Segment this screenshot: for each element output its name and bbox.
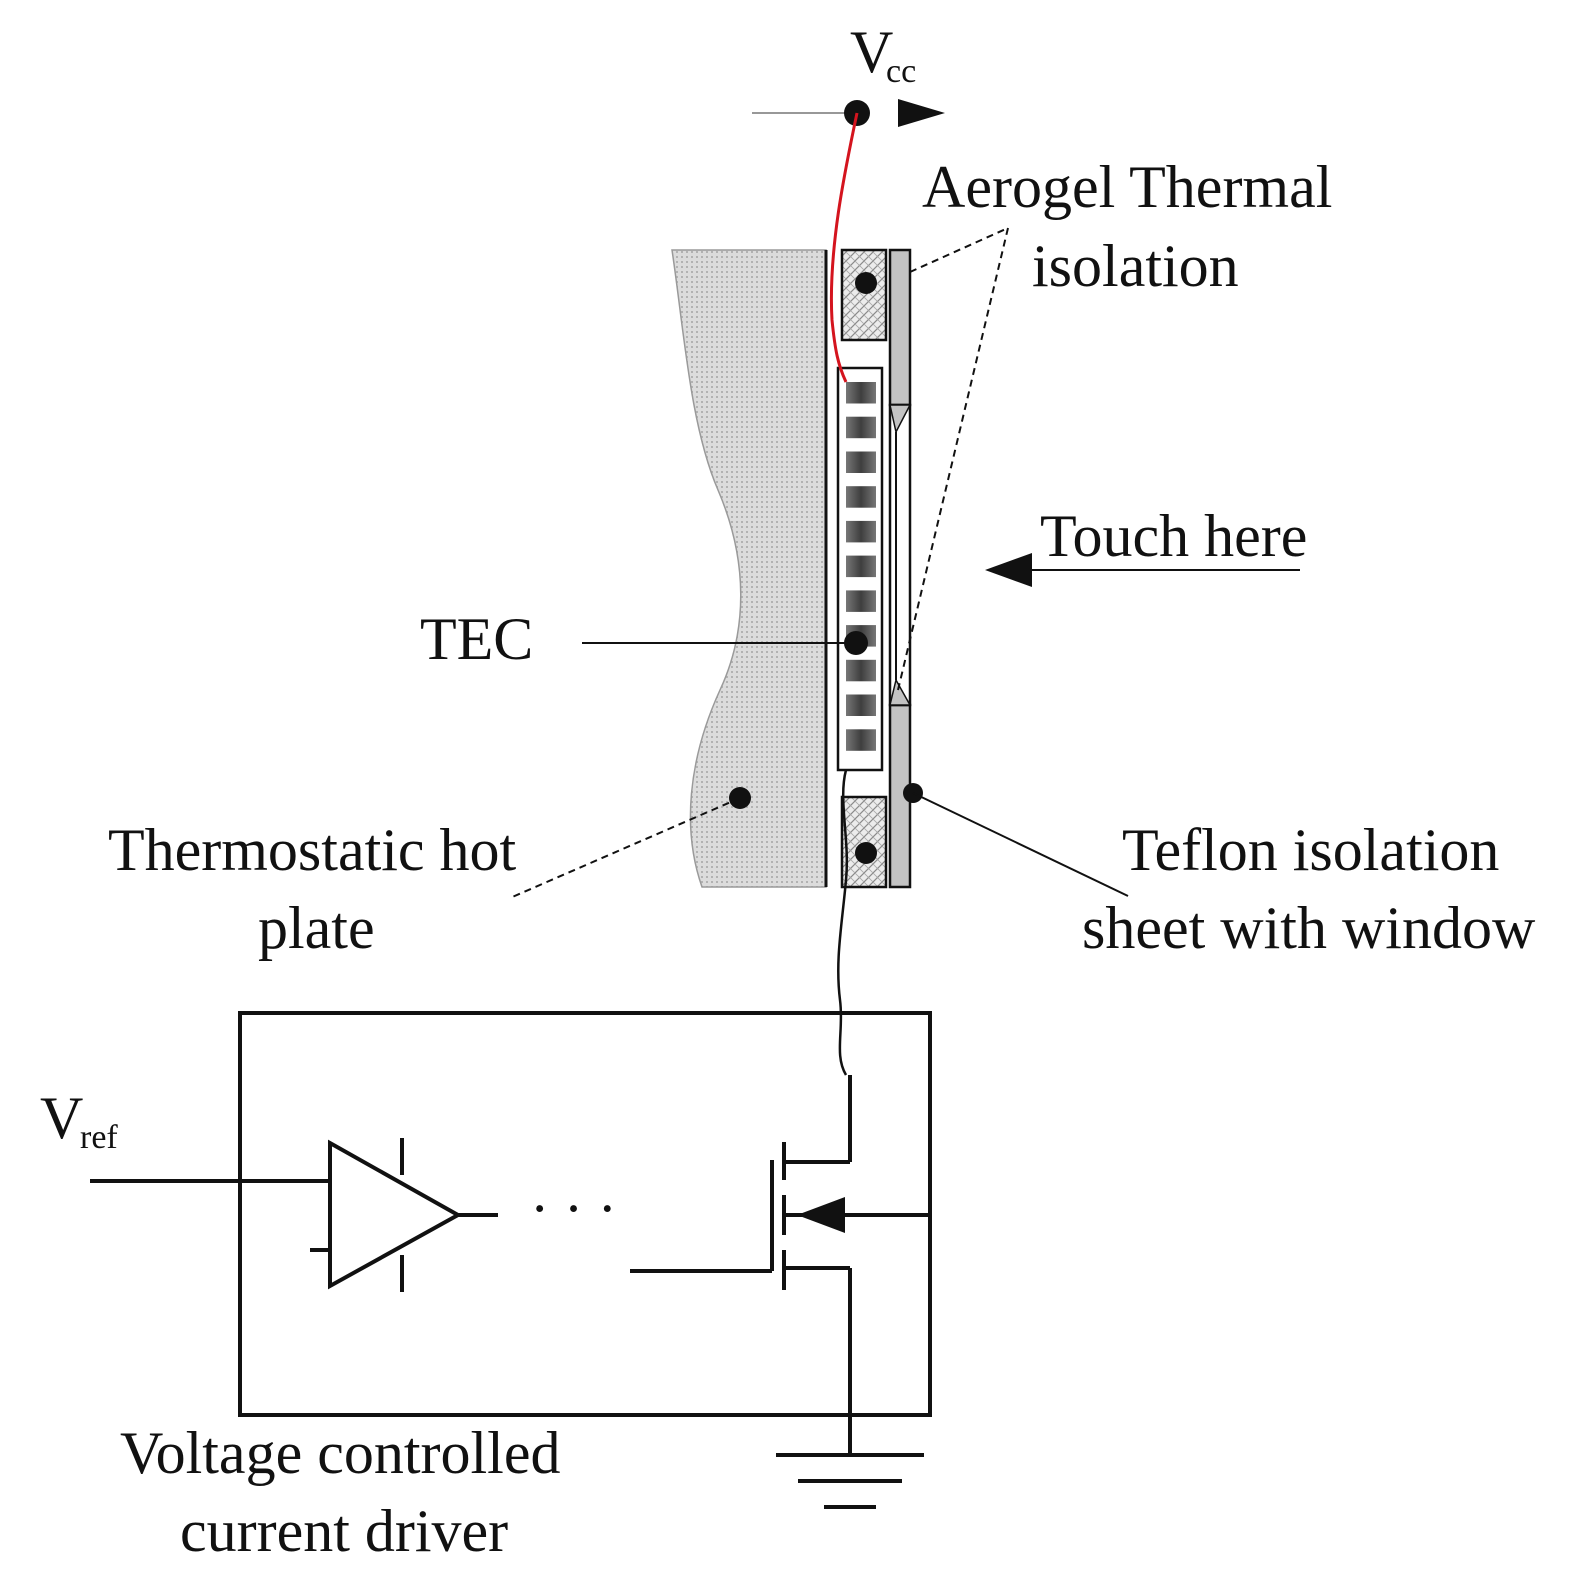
- driver-label-line1: Voltage controlled: [120, 1420, 560, 1486]
- aerogel-block-top: [840, 248, 888, 342]
- tec-cells: [846, 382, 876, 751]
- hot-plate-label-line2: plate: [258, 895, 375, 961]
- teflon-sheet-top: [888, 248, 912, 407]
- mosfet-body-arrow: [797, 1197, 845, 1233]
- tec-cell: [846, 382, 876, 404]
- tec-to-driver-wire: [837, 769, 849, 1076]
- op-amp-symbol: [328, 1139, 463, 1290]
- tec-cell: [846, 659, 876, 682]
- teflon-label-line2: sheet with window: [1082, 895, 1536, 961]
- touch-here-arrow: [985, 553, 1032, 587]
- tec-cell: [846, 416, 876, 439]
- teflon-label-line1: Teflon isolation: [1122, 817, 1499, 883]
- tec-cell: [846, 694, 876, 716]
- touch-here-label: Touch here: [1040, 503, 1307, 569]
- hot-plate-shape: [671, 249, 827, 888]
- tec-cell: [846, 555, 876, 578]
- vcc-label: V: [850, 19, 893, 85]
- teflon-window: [888, 403, 912, 707]
- aerogel-top-marker-dot: [855, 272, 877, 294]
- hot-plate-label-line1: Thermostatic hot: [108, 817, 517, 883]
- tec-cell: [846, 590, 876, 612]
- aerogel-label-line1: Aerogel Thermal: [922, 154, 1332, 220]
- ellipsis-dots: · · ·: [530, 1176, 617, 1241]
- vcc-red-wire: [829, 112, 859, 383]
- driver-label-line2: current driver: [180, 1498, 508, 1564]
- ground-icon: [776, 1453, 924, 1509]
- tec-label: TEC: [420, 606, 533, 672]
- vref-label: V: [40, 1085, 83, 1151]
- tec-marker-dot: [844, 631, 868, 655]
- hot-plate-marker-dot: [729, 787, 751, 809]
- tec-cell: [846, 729, 876, 751]
- tec-cell: [846, 486, 876, 508]
- tec-cell: [846, 451, 876, 473]
- aerogel-bottom-marker-dot: [855, 842, 877, 864]
- aerogel-label-line2: isolation: [1032, 233, 1239, 299]
- tec-cell: [846, 520, 876, 543]
- vcc-arrow: [898, 99, 945, 127]
- vcc-subscript: cc: [886, 53, 916, 90]
- vref-subscript: ref: [80, 1119, 118, 1156]
- aerogel-block-bottom: [840, 795, 888, 889]
